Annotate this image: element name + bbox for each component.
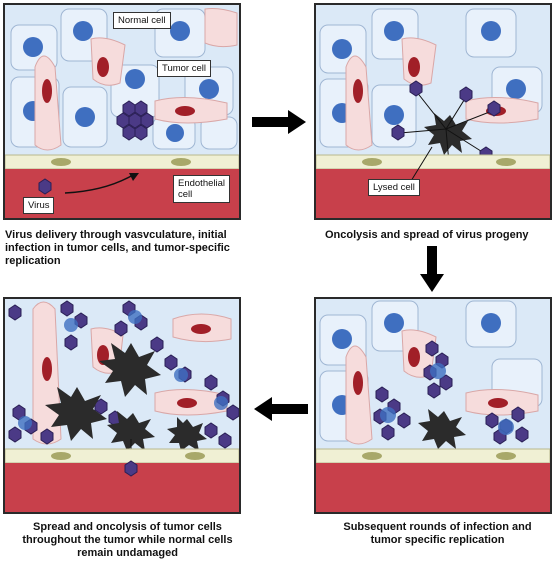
caption-panel-1: Virus delivery through vasvculature, ini… [5, 229, 230, 267]
tumor-nucleus [384, 105, 404, 125]
caption-panel-2: Oncolysis and spread of virus progeny [325, 229, 529, 241]
tumor-nucleus [125, 69, 145, 89]
endothelial-nucleus [496, 452, 516, 460]
infected-nucleus [64, 318, 78, 332]
endothelial-nucleus [362, 452, 382, 460]
virus-cluster [116, 100, 154, 141]
endothelial-nucleus [51, 158, 71, 166]
lysed-cell-burst [418, 409, 466, 449]
panel-3-illustration [316, 299, 550, 512]
panel-4-illustration [5, 299, 239, 512]
tumor-nucleus [170, 21, 190, 41]
lysed-cell-pointer [410, 146, 433, 182]
lysed-cells [45, 343, 207, 451]
virus-particle [124, 460, 138, 477]
infected-nucleus [214, 396, 228, 410]
normal-nucleus [42, 79, 52, 103]
virus-label: Virus [23, 197, 55, 214]
tumor-tissue [5, 5, 239, 155]
delivery-arrow [64, 174, 134, 194]
endothelial-nucleus [362, 158, 382, 166]
endothelial-nucleus [185, 452, 205, 460]
infected-nucleus [430, 363, 446, 379]
normal-nucleus [175, 106, 195, 116]
tumor-nucleus [166, 124, 184, 142]
tumor-nucleus [481, 313, 501, 333]
normal-cell [345, 55, 373, 151]
normal-cell [204, 8, 238, 48]
tumor-nucleus [384, 21, 404, 41]
tumor-nucleus [332, 39, 352, 59]
panel-3 [314, 297, 552, 514]
tumor-nucleus [384, 313, 404, 333]
normal-nucleus [97, 345, 109, 365]
normal-nucleus [353, 371, 363, 395]
endothelial-nucleus [496, 158, 516, 166]
panel-2-illustration [316, 5, 550, 218]
infected-nucleus [174, 368, 188, 382]
tumor-nucleus [481, 21, 501, 41]
normal-nucleus [488, 398, 508, 408]
normal-nucleus [42, 357, 52, 381]
panel-1: Normal cell Tumor cell Endothelial cell … [3, 3, 241, 220]
infected-nucleus [18, 416, 32, 430]
normal-cell-label: Normal cell [113, 12, 171, 29]
normal-nucleus [191, 324, 211, 334]
infected-nucleus [498, 419, 514, 435]
normal-nucleus [353, 79, 363, 103]
tumor-nucleus [332, 329, 352, 349]
tumor-nucleus [75, 107, 95, 127]
tumor-nucleus [73, 21, 93, 41]
normal-nucleus [177, 398, 197, 408]
tumor-nucleus [23, 37, 43, 57]
normal-cell [345, 345, 373, 445]
infected-nucleus [128, 310, 142, 324]
normal-nucleus [408, 57, 420, 77]
normal-cell [34, 55, 62, 151]
endothelial-cell-label: Endothelial cell [173, 175, 231, 203]
endothelial-nucleus [171, 158, 191, 166]
blood-vessel-lumen [5, 463, 239, 512]
caption-panel-3: Subsequent rounds of infection and tumor… [343, 521, 532, 546]
normal-nucleus [97, 57, 109, 77]
endothelial-nucleus [51, 452, 71, 460]
blood-vessel-lumen [316, 169, 550, 218]
lysed-cell-burst [424, 113, 472, 155]
caption-panel-4: Spread and oncolysis of tumor cells thro… [22, 521, 233, 559]
lysed-cell-label: Lysed cell [368, 179, 420, 196]
arrow-left [254, 397, 308, 421]
virus-particle [38, 178, 52, 195]
tumor-nucleus [199, 79, 219, 99]
normal-nucleus [408, 347, 420, 367]
tumor-nucleus [506, 79, 526, 99]
delivery-arrowhead [129, 173, 139, 181]
panel-4 [3, 297, 241, 514]
tumor-cell-label: Tumor cell [157, 60, 211, 77]
blood-vessel-lumen [316, 463, 550, 512]
arrow-right [252, 110, 306, 134]
arrow-down [420, 246, 444, 292]
panel-2: Lysed cell [314, 3, 552, 220]
infected-nucleus [380, 407, 396, 423]
endothelium [5, 154, 239, 170]
